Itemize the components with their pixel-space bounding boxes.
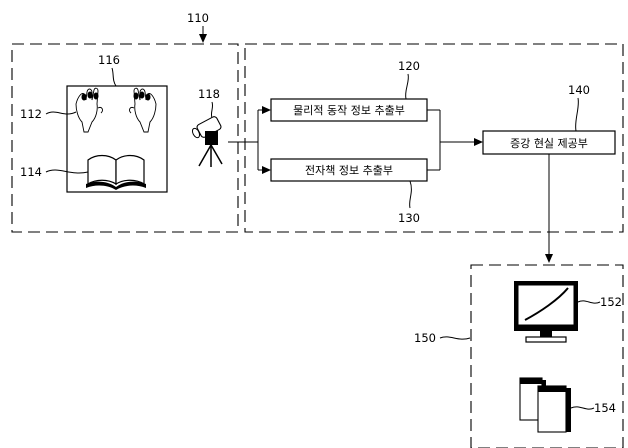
ref-120-label: 120	[398, 59, 420, 73]
ref-114-label: 114	[20, 165, 42, 179]
server-icon	[520, 378, 571, 432]
ref-140-label: 140	[568, 83, 590, 97]
hands-icon	[76, 88, 156, 132]
monitor-icon	[514, 281, 578, 342]
ref-150-label: 150	[414, 331, 436, 345]
book-icon	[86, 156, 146, 191]
ref-154-label: 154	[594, 401, 616, 415]
ref-112-label: 112	[20, 107, 42, 121]
ar-provider-label: 증강 현실 제공부	[510, 137, 588, 150]
ref-130-label: 130	[398, 211, 420, 225]
camera-icon	[191, 116, 222, 167]
ref-152-label: 152	[600, 295, 622, 309]
physical-motion-extractor-label: 물리적 동작 정보 추출부	[293, 104, 405, 117]
input-device-group	[12, 44, 238, 232]
ref-116-label: 116	[98, 53, 120, 67]
ebook-extractor-label: 전자책 정보 추출부	[305, 164, 393, 177]
ref-118-label: 118	[198, 87, 220, 101]
ref-110-label: 110	[187, 11, 209, 25]
